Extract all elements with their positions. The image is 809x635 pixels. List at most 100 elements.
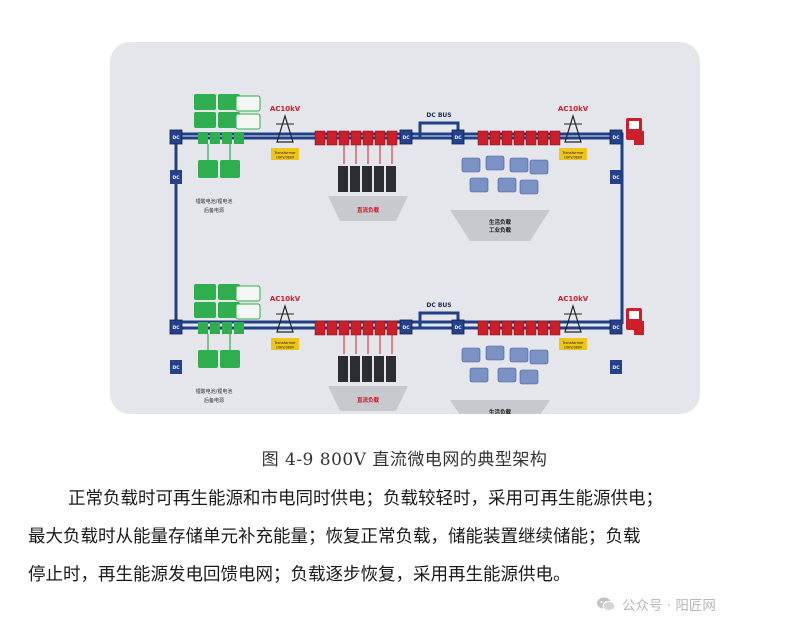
equipment-block <box>497 367 517 383</box>
storage-label-2: 后备电源 <box>204 397 224 404</box>
load-platform <box>328 386 408 411</box>
transformer-sub-label: 10KV/380V <box>276 156 295 160</box>
load-platform <box>450 400 550 414</box>
dc-box-body <box>610 170 622 184</box>
remote-grid-screen <box>629 311 639 319</box>
ac-dc-converter <box>362 130 374 146</box>
server-rack <box>362 166 372 192</box>
equipment-block <box>469 177 489 193</box>
ac-dc-converter <box>525 130 537 146</box>
green-converter <box>234 322 244 334</box>
storage-label-1: 锂酸电池/锂电池 <box>196 198 233 205</box>
dc-box-label: DC <box>402 135 410 141</box>
dc-box-label: DC <box>454 135 462 141</box>
ac-dc-converter <box>477 320 489 336</box>
dc-box-label: DC <box>172 325 180 331</box>
green-converter <box>222 322 232 334</box>
server-rack <box>338 166 348 192</box>
ac-dc-converter <box>501 130 513 146</box>
ac-label: AC10kV <box>270 295 301 303</box>
ac-dc-converter <box>537 320 549 336</box>
equipment-block <box>529 159 549 175</box>
renewable-module <box>218 284 240 300</box>
dc-box-label: DC <box>172 365 180 371</box>
dc-box-label: DC <box>172 175 180 181</box>
dc-box-label: DC <box>612 175 620 181</box>
renewable-module <box>218 302 240 318</box>
server-rack <box>338 356 348 382</box>
industrial-label-1: 生活负载 <box>489 218 512 226</box>
green-converter <box>198 132 208 144</box>
storage-battery <box>220 160 240 178</box>
ac-dc-converter <box>386 130 398 146</box>
ac-dc-converter <box>338 130 350 146</box>
renewable-inverter <box>235 113 261 130</box>
paragraph-line-1: 正常负载时可再生能源和市电同时供电；负载较轻时，采用可再生能源供电； <box>68 489 663 509</box>
ac-dc-converter <box>326 320 338 336</box>
storage-label-1: 锂酸电池/锂电池 <box>196 388 233 395</box>
ac-dc-converter <box>537 130 549 146</box>
ac-dc-converter <box>549 130 561 146</box>
dc-box-body <box>609 129 623 145</box>
green-converter <box>222 132 232 144</box>
watermark-text: 公众号 · 阳匠网 <box>622 598 716 614</box>
industrial-label-2: 工业负载 <box>489 226 512 234</box>
dc-converter-box: DC <box>399 319 413 335</box>
renewable-module <box>194 112 216 128</box>
equipment-block <box>519 179 539 195</box>
renewable-inverter <box>235 285 261 302</box>
dc-box-body <box>451 129 465 145</box>
renewable-module <box>194 94 216 110</box>
ac-dc-converter <box>525 320 537 336</box>
transformer-label: Transformer <box>273 341 296 345</box>
ac-dc-converter <box>314 130 326 146</box>
wechat-icon <box>597 597 616 611</box>
dc-box-body <box>170 170 182 184</box>
dc-box-body <box>399 129 413 145</box>
paragraph-line-2: 最大负载时从能量存储单元补充能量；恢复正常负载，储能装置继续储能；负载 <box>28 527 641 547</box>
green-converter <box>210 132 220 144</box>
equipment-block <box>497 177 517 193</box>
server-rack <box>374 356 384 382</box>
datacenter-load: 直流负载 <box>328 166 408 221</box>
dc-converter-box: DC <box>169 129 183 145</box>
transformer-label: Transformer <box>561 151 584 155</box>
dc-converter-box: DC <box>609 319 623 335</box>
equipment-block <box>485 345 505 361</box>
transformer-label: Transformer <box>273 151 296 155</box>
dc-converter-box-lower: DC <box>610 360 622 374</box>
industrial-label-1: 生活负载 <box>489 408 512 414</box>
ac-dc-converter <box>374 130 386 146</box>
server-rack <box>386 166 396 192</box>
green-converter <box>210 322 220 334</box>
dc-box-body <box>169 129 183 145</box>
transmission-tower-icon <box>276 113 294 143</box>
dc-converter-box: DC <box>399 129 413 145</box>
transformer-label: Transformer <box>561 341 584 345</box>
storage-label-2: 后备电源 <box>204 207 224 214</box>
server-rack <box>350 166 360 192</box>
renewable-inverter <box>235 95 261 112</box>
server-rack <box>362 356 372 382</box>
ac-dc-converter <box>338 320 350 336</box>
ac-dc-converter <box>513 320 525 336</box>
transmission-tower-icon <box>564 303 582 333</box>
ac-dc-converter <box>362 320 374 336</box>
equipment-block <box>509 157 529 173</box>
transformer-bar <box>559 148 587 160</box>
dc-bus-bridge <box>406 121 460 140</box>
ac-dc-converter <box>350 130 362 146</box>
dc-converter-box: DC <box>451 129 465 145</box>
dc-box-body <box>399 319 413 335</box>
ac-label: AC10kV <box>558 105 589 113</box>
datacenter-label: 直流负载 <box>357 396 380 404</box>
dc-box-body <box>609 319 623 335</box>
datacenter-load: 直流负载 <box>328 356 408 411</box>
transformer-sub-label: 10KV/380V <box>564 346 583 350</box>
equipment-block <box>485 155 505 171</box>
dc-converter-box-lower: DC <box>170 170 182 184</box>
